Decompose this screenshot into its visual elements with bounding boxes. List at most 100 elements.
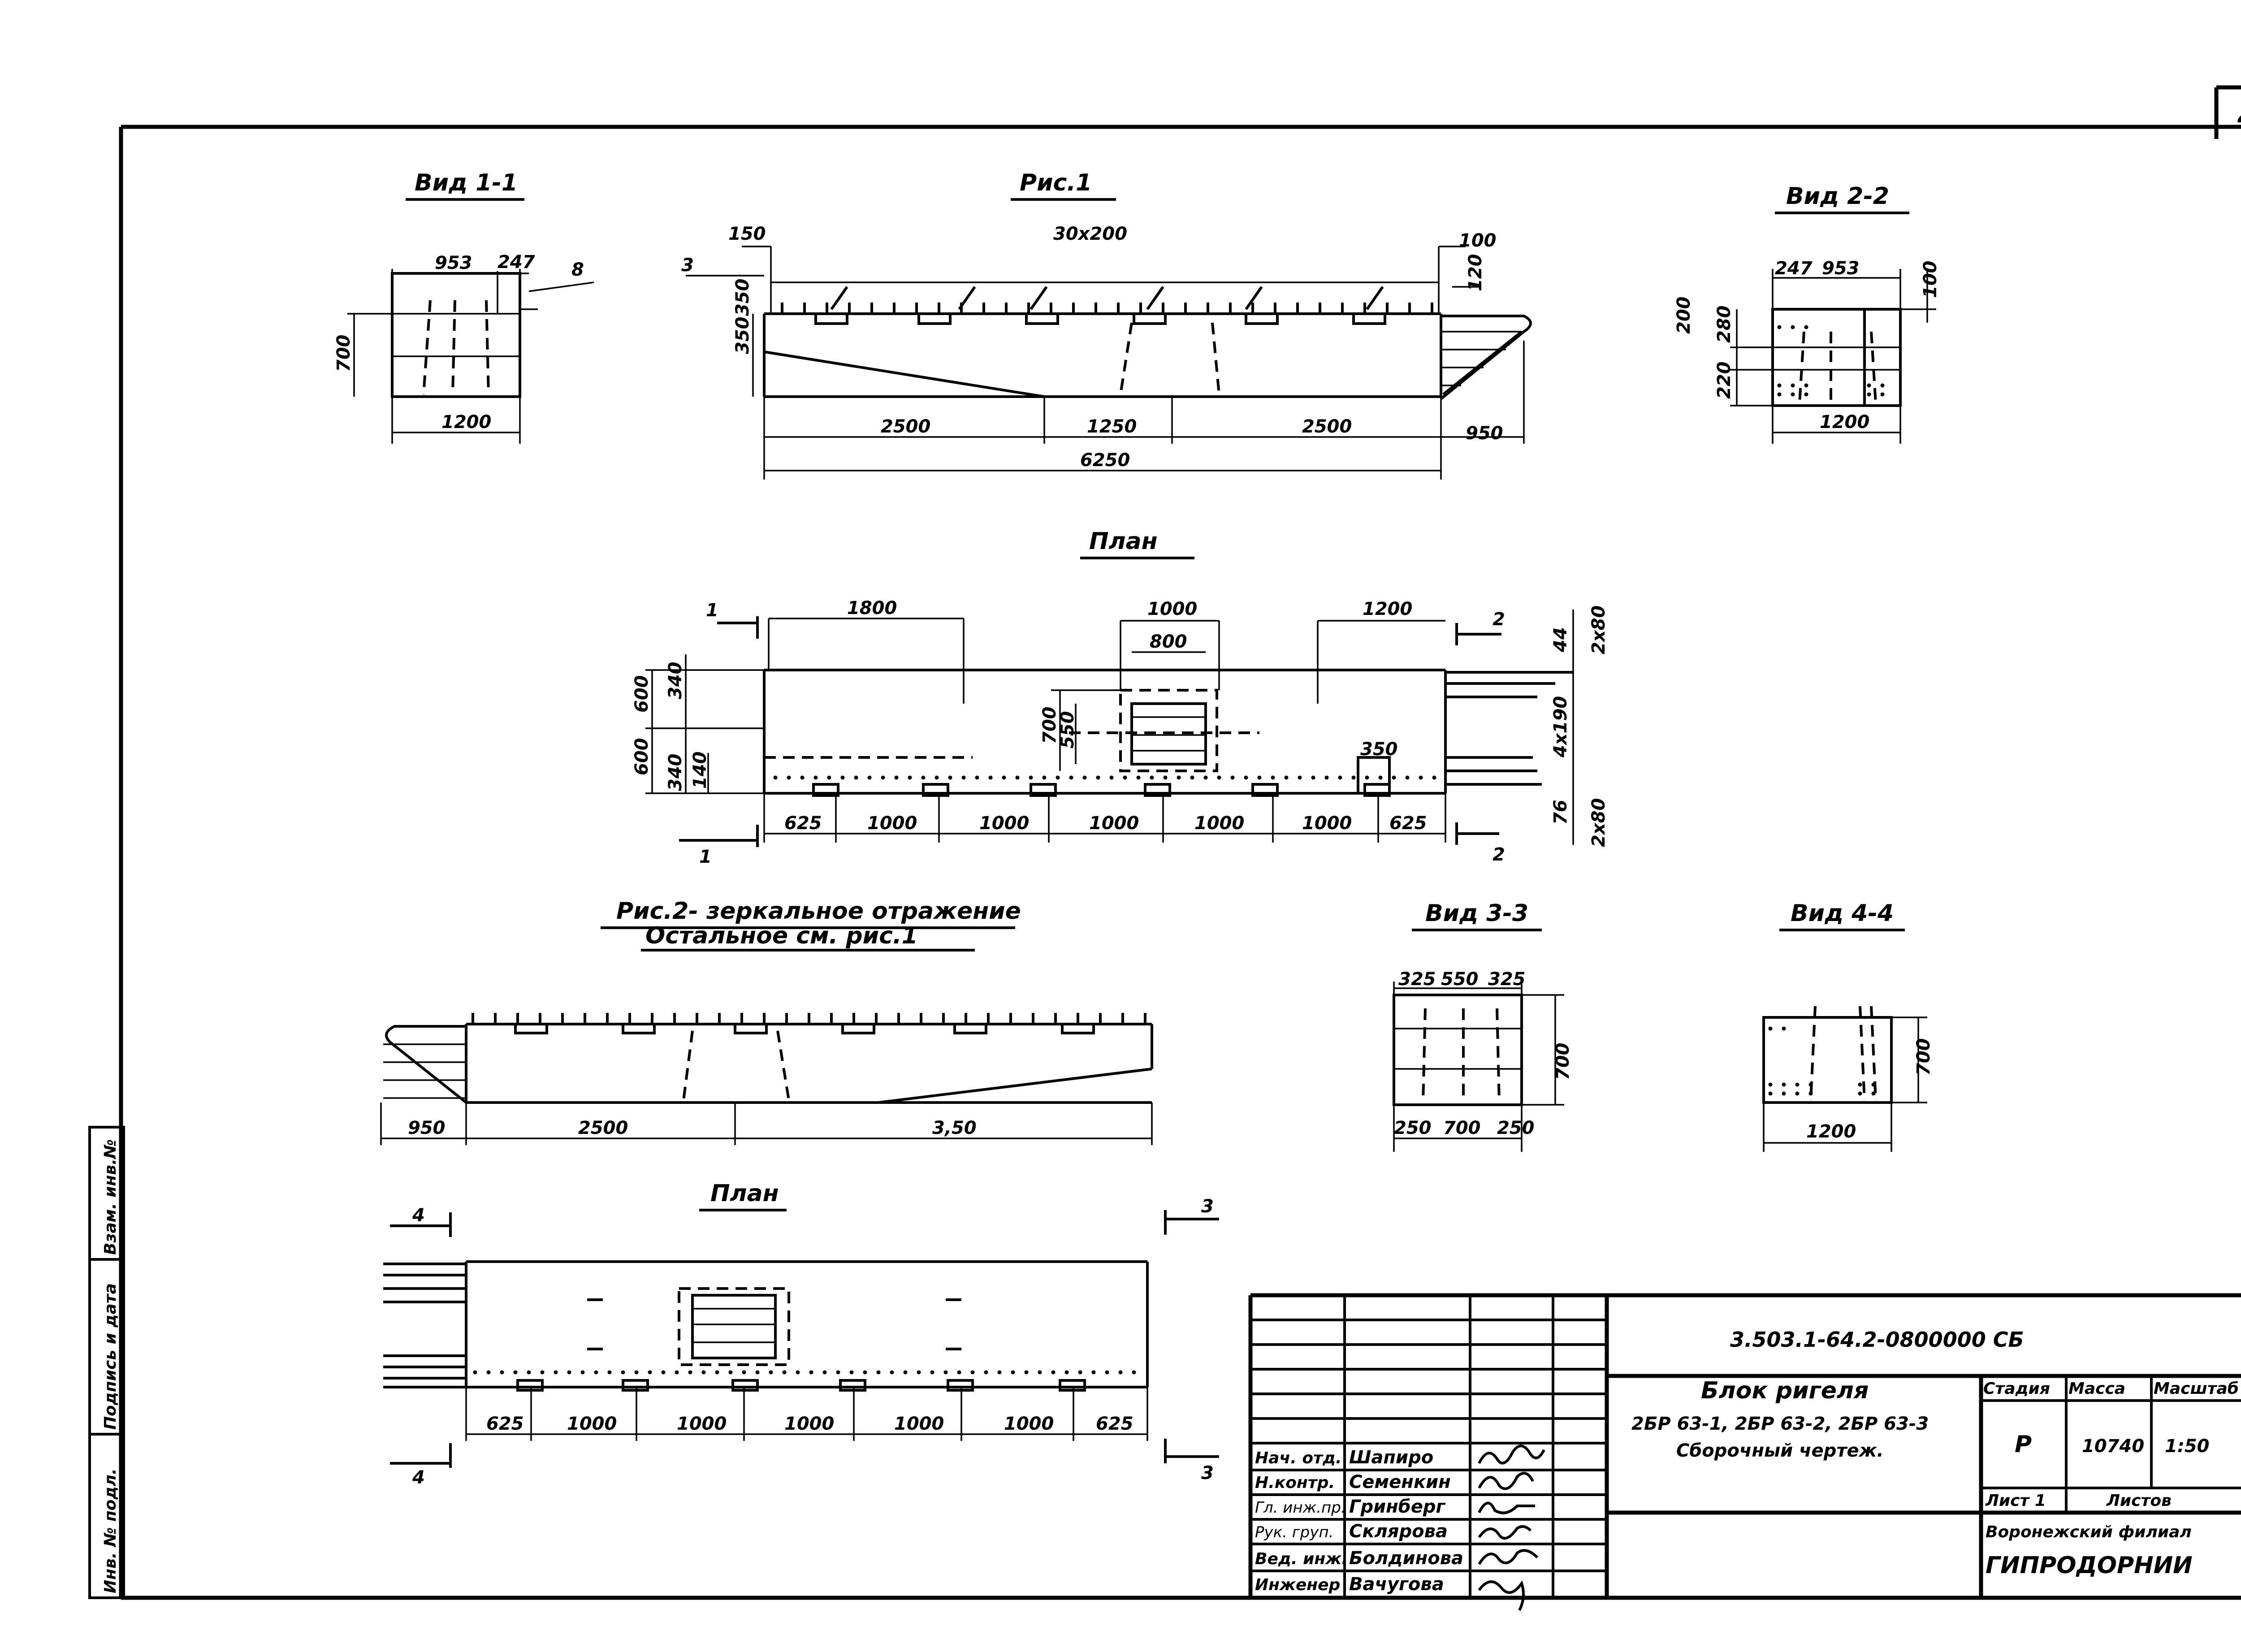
role-4: Вед. инж.	[1255, 1550, 1348, 1568]
dim-100: 100	[1920, 261, 1941, 298]
dim-bottom-3: 1000	[1089, 813, 1139, 834]
role-1: Н.контр.	[1255, 1474, 1335, 1492]
dim-bottom-2: 1000	[677, 1414, 727, 1434]
organization-name: ГИПРОДОРНИИ	[1986, 1552, 2193, 1579]
plan-1: План 1800 10	[632, 528, 1609, 867]
sheet-number: Лист 1	[1985, 1492, 2046, 1510]
loops-top	[781, 303, 1433, 314]
name-5: Вачугова	[1349, 1574, 1444, 1595]
dim-2x80-bottom: 2х80	[1588, 798, 1609, 847]
dim-2x80-top: 2х80	[1588, 605, 1609, 654]
dim-3-50: 3,50	[932, 1118, 977, 1138]
dim-280: 280	[1714, 306, 1735, 343]
dim-200: 200	[1674, 297, 1694, 334]
dim-700-bottom: 700	[1443, 1118, 1481, 1138]
dim-700: 700	[1039, 707, 1060, 744]
dim-700: 700	[333, 335, 354, 372]
mass-header: Масса	[2068, 1380, 2125, 1398]
role-0: Нач. отд.	[1255, 1449, 1342, 1467]
document-code: 3.503.1-64.2-0800000 СБ	[1730, 1328, 2024, 1352]
figure-2-title: Рис.2- зеркальное отражение	[616, 898, 1021, 925]
dim-350-upper: 350	[732, 279, 753, 316]
plan-2-title: План	[710, 1180, 779, 1207]
dim-247: 247	[1775, 258, 1813, 279]
view-3-3: Вид 3-3 325 550 325 700 250 700 250	[1393, 900, 1573, 1152]
figure-2: Рис.2- зеркальное отражение Остальное см…	[380, 898, 1153, 1145]
organization-branch: Воронежский филиал	[1986, 1523, 2192, 1541]
dim-2500: 2500	[578, 1118, 628, 1138]
figure-1: Рис.1	[681, 169, 1532, 480]
dim-140: 140	[690, 752, 710, 789]
view-2-2-title: Вид 2-2	[1786, 183, 1889, 210]
scale-value: 1:50	[2165, 1436, 2210, 1457]
role-3: Рук. груп.	[1255, 1523, 1333, 1541]
view-4-4: Вид 4-4 700 1200	[1762, 900, 1934, 1152]
dim-2500-right: 2500	[1302, 416, 1352, 437]
dim-247: 247	[498, 252, 535, 272]
stamp-signature-date: Подпись и дата	[101, 1283, 120, 1430]
dim-340-upper: 340	[665, 662, 686, 700]
figure-1-title: Рис.1	[1020, 169, 1092, 196]
dim-953: 953	[1822, 258, 1860, 279]
role-5: Инженер	[1255, 1576, 1340, 1594]
dim-950: 950	[408, 1118, 446, 1138]
view-4-4-title: Вид 4-4	[1791, 900, 1894, 927]
dim-800: 800	[1150, 631, 1187, 652]
section-mark-3-top: 3	[1201, 1196, 1214, 1217]
dim-bottom-4: 1000	[1194, 813, 1244, 834]
view-1-1: Вид 1-1 953 247 8 700 1200	[333, 169, 594, 444]
name-3: Склярова	[1349, 1521, 1448, 1542]
dim-600-upper: 600	[632, 675, 652, 713]
callout-3: 3	[681, 255, 694, 276]
dim-1200: 1200	[441, 412, 491, 432]
dim-bottom-1: 1000	[567, 1414, 617, 1434]
dim-bottom-6: 625	[1389, 813, 1427, 834]
dim-44: 44	[1550, 627, 1571, 653]
section-mark-1-bottom: 1	[699, 847, 712, 867]
sheet-frame: 4	[119, 85, 2241, 1600]
dim-120: 120	[1465, 254, 1486, 292]
drawing-type: Сборочный чертеж.	[1676, 1440, 1884, 1461]
signatures	[1478, 1444, 1545, 1611]
dim-bottom-4: 1000	[894, 1414, 944, 1434]
dim-100: 100	[1459, 230, 1497, 251]
dim-2500-left: 2500	[881, 416, 930, 437]
dim-4x190: 4х190	[1550, 696, 1571, 758]
section-mark-4-top: 4	[412, 1205, 425, 1226]
dim-bottom-5: 1000	[1004, 1414, 1054, 1434]
dim-550: 550	[1441, 969, 1479, 990]
dim-350-lower: 350	[732, 317, 753, 355]
stamp-inv-podl: Инв. № подл.	[101, 1468, 120, 1593]
scale-header: Масштаб	[2154, 1380, 2239, 1398]
name-0: Шапиро	[1349, 1447, 1433, 1468]
dim-340-lower: 340	[665, 754, 686, 791]
section-mark-2-bottom: 2	[1493, 844, 1505, 865]
name-2: Гринберг	[1349, 1496, 1445, 1517]
dim-220: 220	[1714, 362, 1735, 399]
sheets-total: Листов	[2106, 1492, 2172, 1510]
mass-value: 10740	[2082, 1436, 2144, 1457]
dim-950: 950	[1466, 423, 1503, 444]
role-2: Гл. инж.пр.	[1255, 1499, 1346, 1517]
figure-2-subtitle: Остальное см. рис.1	[645, 922, 918, 949]
dim-1800: 1800	[847, 598, 897, 618]
plan-1-title: План	[1089, 528, 1158, 555]
dim-bottom-3: 1000	[784, 1414, 834, 1434]
dim-700: 700	[1913, 1038, 1934, 1076]
dim-bottom-1: 1000	[867, 813, 917, 834]
dim-bottom-2: 1000	[979, 813, 1029, 834]
view-2-2: Вид 2-2 247 953 100 200 280 220 1200	[1674, 183, 1941, 444]
section-mark-2-top: 2	[1493, 609, 1505, 630]
stage-value: Р	[2015, 1431, 2032, 1458]
side-stamp: Инв. № подл. Подпись и дата Взам. инв.№	[88, 1126, 125, 1599]
dim-1200: 1200	[1820, 412, 1869, 432]
product-marks: 2БР 63-1, 2БР 63-2, 2БР 63-3	[1631, 1414, 1929, 1434]
section-mark-4-bottom: 4	[412, 1467, 425, 1488]
dim-1200: 1200	[1363, 599, 1412, 619]
dim-1200: 1200	[1806, 1121, 1856, 1142]
stamp-vzam-inv: Взам. инв.№	[101, 1139, 120, 1255]
callout-8: 8	[571, 259, 584, 280]
dim-1000: 1000	[1147, 599, 1197, 619]
view-1-1-title: Вид 1-1	[415, 169, 518, 196]
